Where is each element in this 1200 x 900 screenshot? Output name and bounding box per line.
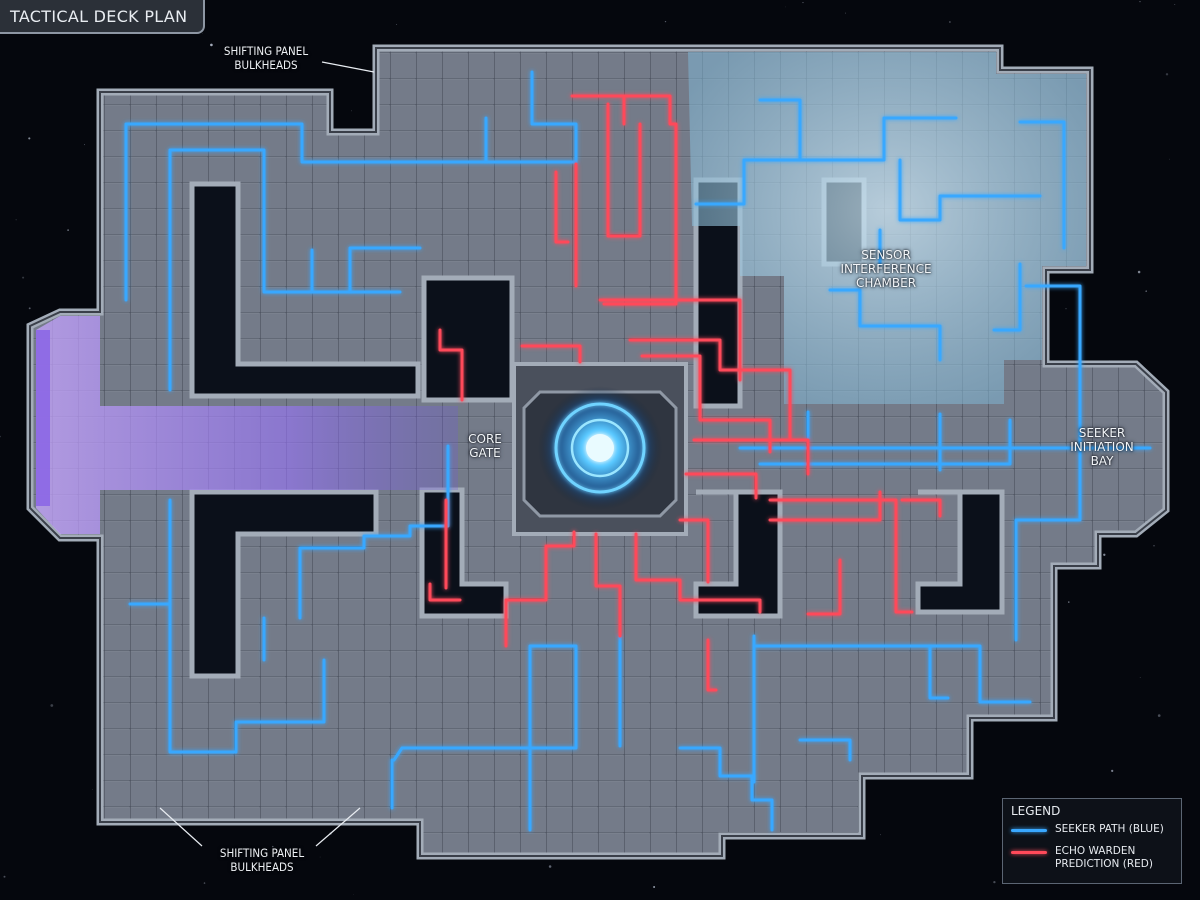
seeker-path-segment [798,738,852,762]
seeker-path-segment [348,246,422,294]
warden-path-segment [428,582,462,602]
seeker-path-segment [168,498,326,754]
star [396,24,398,25]
star [22,276,25,279]
warden-path-segment [594,532,622,638]
seeker-path-segment [298,444,450,620]
warden-path-segment [640,354,772,454]
legend-swatch-warden [1011,851,1047,854]
seeker-path-segment [758,98,802,162]
star [288,849,290,851]
star [92,789,93,790]
star [1139,0,1141,3]
star [1165,73,1169,76]
star [1139,677,1141,678]
star [1137,270,1141,274]
star [1157,714,1161,717]
seeker-path-segment [168,148,402,392]
star [84,144,85,146]
star [949,21,951,23]
warden-path-segment [684,472,758,500]
seeker-path-segment [758,418,1012,466]
warden-path-segment [634,532,762,614]
star [67,229,69,231]
seeker-path-segment [124,70,578,302]
star [3,875,6,878]
seeker-path-segment [754,644,1032,704]
seeker-path-segment [678,746,774,832]
star [784,6,786,8]
core-reactor [512,362,688,536]
star [28,137,31,140]
warden-path-segment [678,518,710,584]
warden-path-segment [806,558,842,616]
callout-bottom-bulkheads: SHIFTING PANEL BULKHEADS [219,846,305,874]
seeker-path-segment [898,158,1042,222]
star [664,20,667,23]
star [353,894,354,896]
star [1153,545,1155,547]
warden-path-segment [606,102,642,238]
legend-label-warden: ECHO WARDEN PREDICTION (RED) [1055,845,1153,870]
seeker-path-segment [928,644,950,700]
warden-path-segment [570,94,678,306]
star [548,865,552,868]
warden-prediction-network [428,94,942,692]
star [993,880,996,884]
star [351,110,353,112]
star [0,435,1,438]
sensor-fog [688,52,1086,404]
seeker-path-segment [992,262,1022,332]
seeker-path-segment [828,288,942,362]
star [203,882,206,884]
warden-path-segment [598,298,742,382]
warden-path-segment [706,638,718,692]
callout-top-bulkheads: SHIFTING PANEL BULKHEADS [223,44,309,72]
star [319,856,321,858]
star [1111,769,1114,773]
star [880,834,881,836]
star [653,886,656,888]
page-title: TACTICAL DECK PLAN [0,0,205,34]
star [1065,308,1067,310]
star [1174,4,1176,6]
seeker-path-network [124,70,1152,832]
star [202,33,203,34]
warden-path-segment [900,498,942,518]
star [1068,601,1070,603]
star [210,43,213,47]
star [272,845,274,848]
warden-path-segment [768,498,914,614]
star [1169,158,1170,160]
room-label-seeker-bay: SEEKER INITIATION BAY [1070,426,1134,468]
legend-swatch-seeker [1011,829,1047,832]
portal-corridor [36,316,458,534]
star [844,12,846,14]
warden-path-segment [692,438,810,476]
legend-title: LEGEND [1011,804,1061,818]
seeker-path-segment [694,116,958,206]
legend-label-seeker: SEEKER PATH (BLUE) [1055,823,1164,835]
seeker-path-segment [392,644,578,832]
warden-path-segment [504,530,576,648]
warden-path-segment [628,338,792,442]
star [15,219,17,221]
star [50,704,54,707]
star [28,307,31,310]
room-label-core-gate: CORE GATE [468,432,502,460]
warden-path-segment [554,170,570,244]
seeker-path-segment [1014,284,1082,642]
legend: LEGEND SEEKER PATH (BLUE) ECHO WARDEN PR… [1002,798,1182,884]
seeker-path-segment [1018,120,1066,250]
warden-path-segment [520,344,582,364]
star [1145,290,1147,292]
warden-path-segment [768,490,882,522]
room-label-sensor-chamber: SENSOR INTERFERENCE CHAMBER [840,248,932,290]
star [802,2,804,4]
star [1103,553,1106,556]
callout-leaders [159,61,375,847]
warden-path-segment [438,328,464,402]
